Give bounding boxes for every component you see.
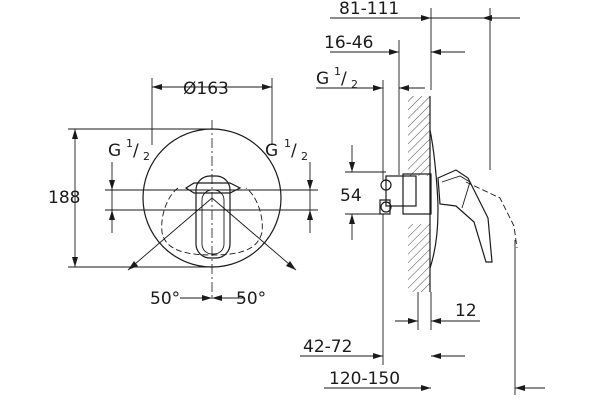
valve-port-top: [380, 179, 392, 191]
dim-12-arrow-right: [431, 318, 441, 324]
dim-height-label: 188: [48, 188, 80, 208]
valve-housing: [402, 173, 432, 215]
height-arrow-top: [72, 129, 78, 139]
thread-right-arrow-up: [307, 180, 313, 190]
svg-text:G: G: [316, 69, 329, 89]
dim-81-111-label: 81-111: [339, 0, 399, 19]
side-view: 81-111 16-46 G 1 / 2 54: [300, 0, 545, 395]
svg-text:G: G: [265, 141, 278, 161]
thread-left-arrow-up: [109, 180, 115, 190]
dim-81-111-arrow-right: [482, 15, 492, 21]
handle-hub: [184, 182, 242, 194]
dim-120-150-label: 120-150: [329, 369, 400, 389]
thread-top-label: G 1 / 2: [316, 65, 358, 91]
svg-text:2: 2: [143, 150, 150, 163]
lever-handle-inner: [201, 189, 225, 255]
thread-right-arrow-down: [307, 210, 313, 220]
angle-left-label: 50°: [150, 289, 180, 309]
dim-diameter-label: Ø163: [183, 79, 229, 99]
lever-handle: [195, 175, 231, 259]
dim-54-arrow-top: [349, 162, 355, 172]
escutcheon-profile: [429, 129, 439, 269]
dim-42-72-arrow-right: [431, 353, 441, 359]
svg-text:2: 2: [351, 78, 358, 91]
dim-54-label: 54: [340, 186, 362, 206]
dim-120-150-arrow-right: [515, 385, 525, 391]
lever-side-profile: [437, 169, 493, 263]
dim-120-150-arrow: [421, 385, 431, 391]
dim-42-72-arrow: [373, 353, 383, 359]
dim-16-46-arrow-right: [431, 49, 441, 55]
dia-arrow-right: [262, 84, 272, 90]
angle-right-ray: [211, 197, 297, 271]
thread-top-arrow-right: [399, 85, 409, 91]
wall-hatch-top: [408, 96, 430, 176]
dim-16-46-arrow: [389, 49, 399, 55]
dim-54-arrow-bottom: [349, 214, 355, 224]
dim-81-111-arrow: [421, 15, 431, 21]
dim-12-arrow-left: [408, 318, 418, 324]
svg-text:1: 1: [126, 137, 133, 150]
thread-right-label: G 1 / 2: [265, 137, 308, 163]
svg-text:/: /: [341, 69, 347, 89]
angle-left-arrow: [128, 261, 138, 270]
lever-extended-dashed: [465, 181, 518, 249]
dim-12-label: 12: [455, 301, 477, 321]
svg-text:1: 1: [284, 137, 291, 150]
dim-16-46-label: 16-46: [324, 33, 373, 53]
dim-42-72-label: 42-72: [303, 337, 352, 357]
valve-body: [385, 175, 417, 207]
lever-side-detail: [441, 175, 471, 209]
wall-hatch-bottom: [408, 224, 430, 292]
thread-left-label: G 1 / 2: [108, 137, 150, 163]
angle-right-arrow: [286, 261, 296, 270]
angle-arrow-center-right: [212, 295, 222, 301]
height-arrow-bottom: [72, 257, 78, 267]
thread-left-arrow-down: [109, 210, 115, 220]
svg-text:/: /: [133, 141, 139, 161]
front-view: Ø163 188 G 1 / 2 G 1 / 2: [48, 78, 318, 309]
angle-arrow-center-left: [202, 295, 212, 301]
angle-left-ray: [127, 197, 213, 271]
thread-top-arrow: [373, 85, 383, 91]
valve-port-bottom: [380, 201, 392, 213]
svg-text:/: /: [291, 141, 297, 161]
svg-text:1: 1: [334, 65, 341, 78]
dia-arrow-left: [152, 84, 162, 90]
svg-text:2: 2: [301, 150, 308, 163]
angle-right-label: 50°: [236, 289, 266, 309]
svg-text:G: G: [108, 141, 121, 161]
